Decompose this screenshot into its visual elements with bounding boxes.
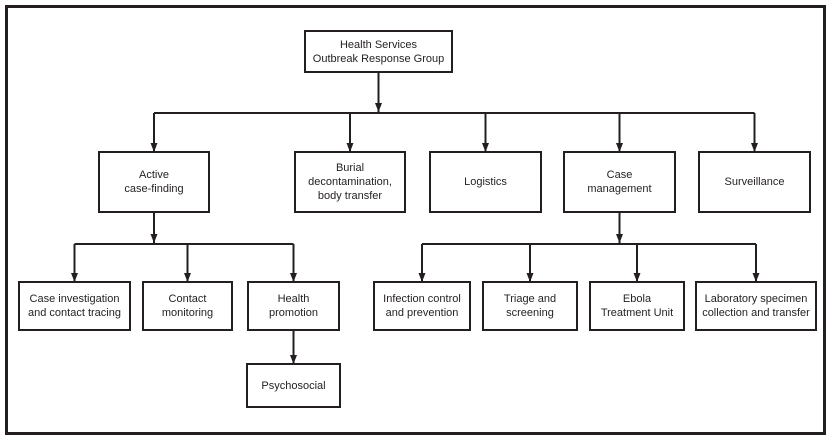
connector-root-to-level2 [150,73,758,152]
node-contact-monitoring: Contact monitoring [142,281,233,331]
connector-active-case-finding-to-children [71,213,297,282]
node-case-management: Case management [563,151,676,213]
node-health-services-outbreak-response-group: Health Services Outbreak Response Group [304,30,453,73]
node-health-promotion: Health promotion [247,281,340,331]
node-ebola-treatment-unit: Ebola Treatment Unit [589,281,685,331]
node-logistics: Logistics [429,151,542,213]
figure-border-frame [5,5,826,435]
node-case-investigation-and-contact-tracing: Case investigation and contact tracing [18,281,131,331]
node-psychosocial: Psychosocial [246,363,341,408]
connector-case-management-to-children [418,213,760,282]
node-surveillance: Surveillance [698,151,811,213]
node-active-case-finding: Active case-finding [98,151,210,213]
node-burial-decontamination-body-transfer: Burial decontamination, body transfer [294,151,406,213]
node-triage-and-screening: Triage and screening [482,281,578,331]
node-laboratory-specimen-collection-and-transfer: Laboratory specimen collection and trans… [695,281,817,331]
node-infection-control-and-prevention: Infection control and prevention [373,281,471,331]
